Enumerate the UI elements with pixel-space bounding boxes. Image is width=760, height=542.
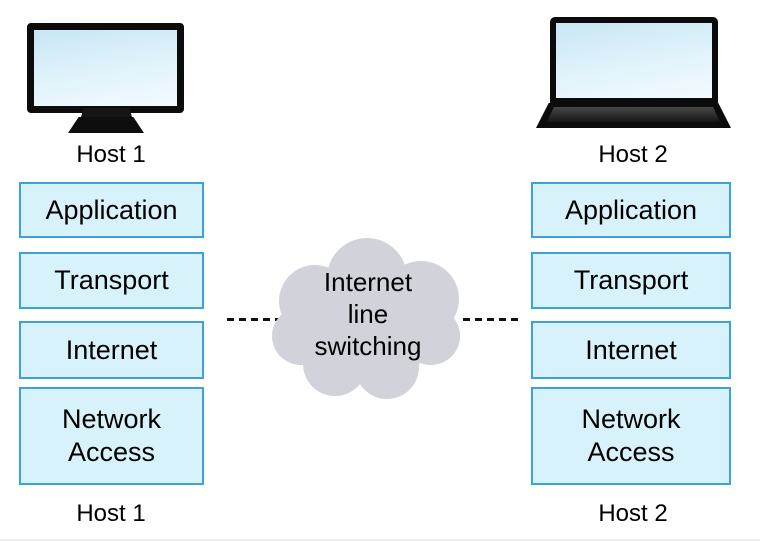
monitor-screen <box>27 23 184 113</box>
host1-top-label: Host 1 <box>76 141 146 168</box>
host1-layer-internet: Internet <box>19 321 204 379</box>
host1-layer-network-access: Network Access <box>19 387 204 485</box>
host2-layer-network-access: Network Access <box>531 387 731 485</box>
cloud-label: Internet line switching <box>314 267 422 361</box>
layer-label: Application <box>45 194 178 225</box>
laptop-keyboard-deck <box>547 107 720 122</box>
host2-layer-transport: Transport <box>531 252 731 309</box>
layer-label: Application <box>564 194 698 225</box>
layer-label: Internet <box>585 334 677 365</box>
layer-label: Network Access <box>61 404 162 467</box>
host2-bottom-label: Host 2 <box>598 500 668 527</box>
host2-layer-application: Application <box>531 182 731 238</box>
host2-top-label: Host 2 <box>598 141 668 168</box>
host1-layer-application: Application <box>19 182 204 238</box>
network-cloud-icon <box>272 238 460 399</box>
dashed-link-right <box>463 318 521 321</box>
layer-label: Network Access <box>581 404 681 467</box>
image-bottom-edge <box>0 539 760 541</box>
host1-layer-transport: Transport <box>19 252 204 309</box>
monitor-stand-neck <box>81 108 132 117</box>
laptop-screen <box>550 17 718 104</box>
layer-label: Internet <box>65 334 158 365</box>
layer-label: Transport <box>54 265 169 295</box>
host1-bottom-label: Host 1 <box>76 500 146 527</box>
layer-label: Transport <box>573 265 689 295</box>
dashed-link-left <box>227 318 279 321</box>
monitor-stand-base <box>68 117 144 133</box>
host2-layer-internet: Internet <box>531 321 731 379</box>
